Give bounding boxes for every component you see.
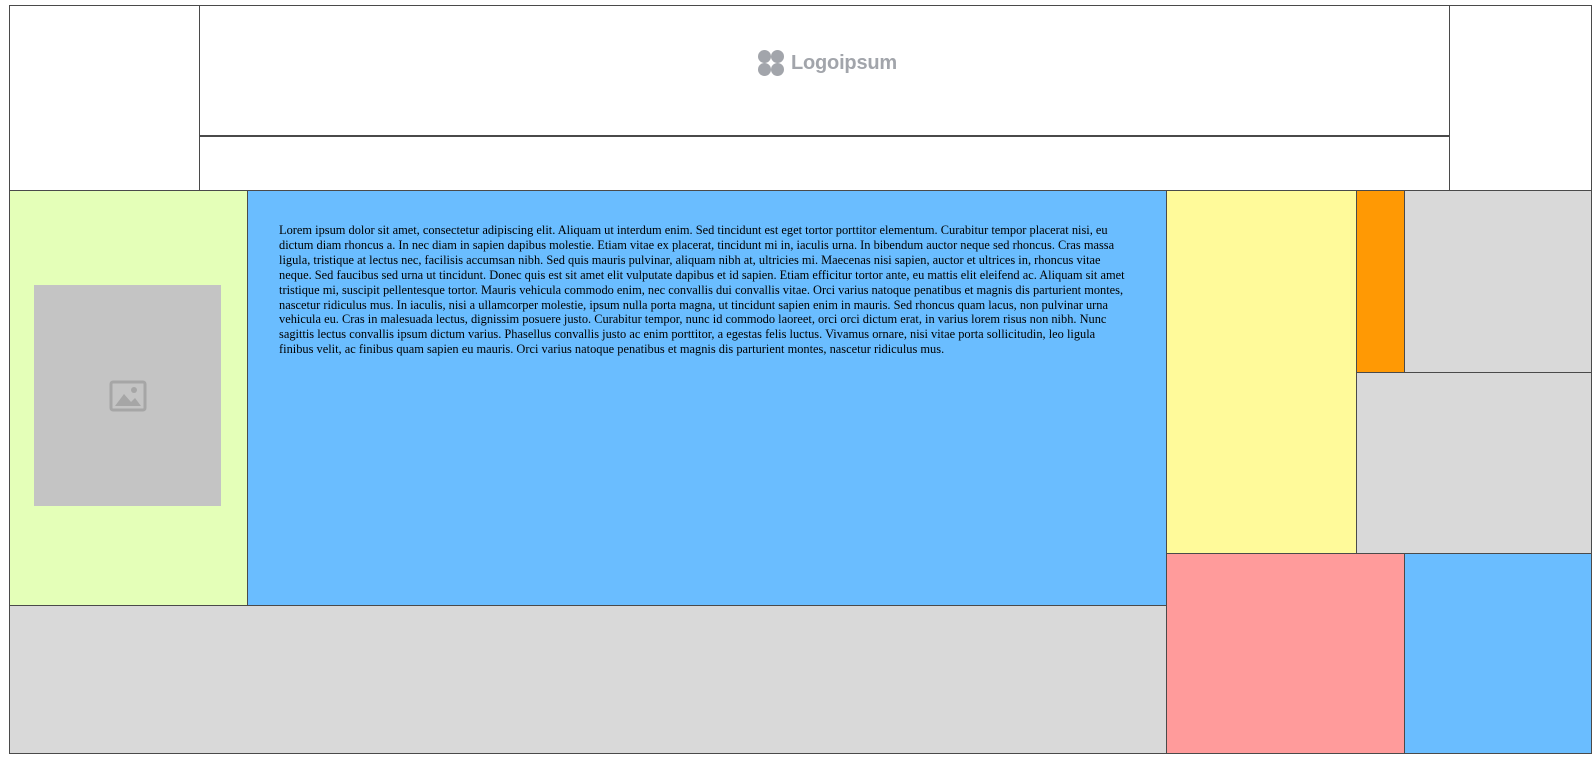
image-icon xyxy=(109,380,146,411)
gray-mid-right-panel xyxy=(1356,372,1592,554)
logo[interactable]: Logoipsum xyxy=(757,49,897,77)
header-left-cell xyxy=(9,5,200,191)
image-placeholder xyxy=(34,285,221,506)
pink-panel xyxy=(1166,553,1405,754)
yellow-panel xyxy=(1166,190,1357,554)
header-right-cell xyxy=(1449,5,1592,191)
body-text: Lorem ipsum dolor sit amet, consectetur … xyxy=(279,223,1125,357)
logo-text: Logoipsum xyxy=(791,51,897,74)
gray-top-right-panel xyxy=(1404,190,1592,373)
header-nav-cell xyxy=(199,135,1450,191)
gray-footer-panel xyxy=(9,605,1167,754)
blue-bottom-right-panel xyxy=(1404,553,1592,754)
blue-main-panel xyxy=(247,190,1167,606)
logo-mark-icon xyxy=(758,50,784,76)
orange-panel xyxy=(1356,190,1405,373)
